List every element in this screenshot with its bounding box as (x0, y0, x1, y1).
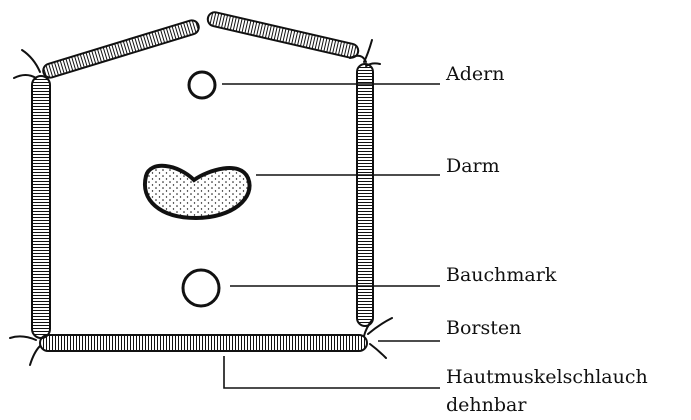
label-hautmuskelschlauch: Hautmuskelschlauch (446, 366, 648, 388)
label-adern: Adern (446, 63, 504, 85)
bottom-muscle-band (40, 335, 367, 351)
roof-left-muscle-band (41, 19, 200, 80)
label-borsten: Borsten (446, 317, 521, 339)
ventral-nerve-cord (183, 270, 219, 306)
left-wall-muscle-band (32, 76, 50, 338)
blood-vessel (189, 72, 215, 98)
intestine (145, 166, 250, 218)
label-dehnbar: dehnbar (446, 394, 526, 416)
label-bauchmark: Bauchmark (446, 264, 556, 286)
label-darm: Darm (446, 155, 500, 177)
leader-line-hautmuskelschlauch (224, 356, 440, 388)
roof-right-muscle-band (206, 11, 359, 59)
